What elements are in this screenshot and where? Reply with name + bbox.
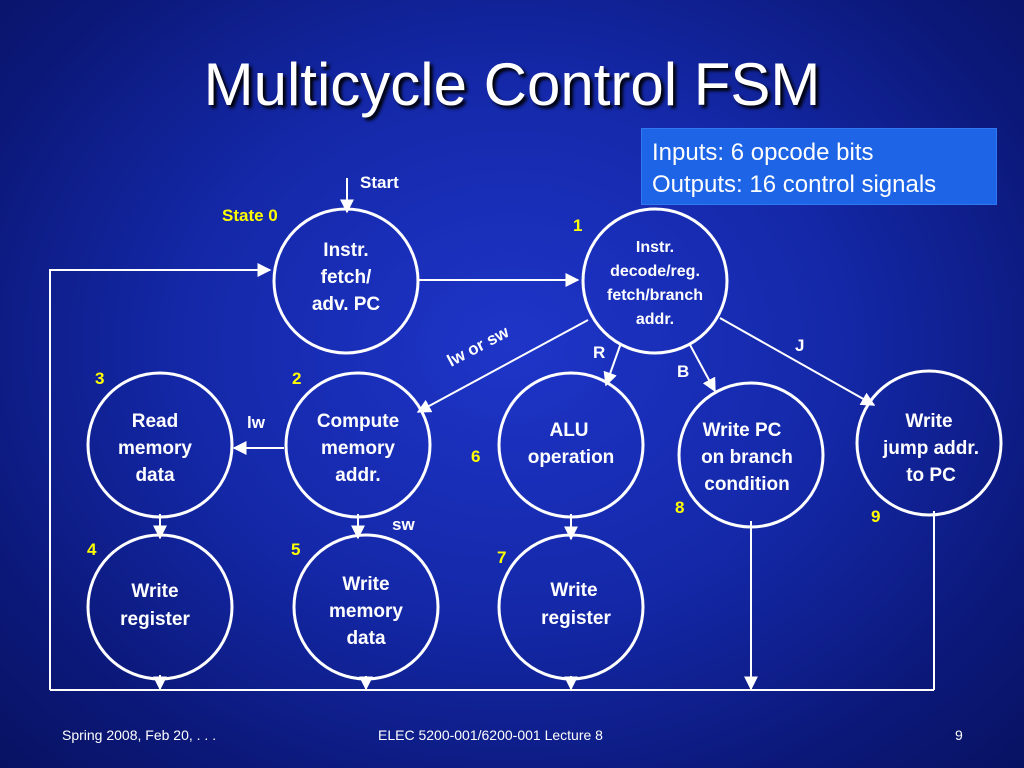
return-loop-line: [49, 263, 272, 690]
state-4-line-1: Write: [131, 581, 178, 602]
info-box: Inputs: 6 opcode bits Outputs: 16 contro…: [641, 128, 997, 205]
state-9-line-3: to PC: [906, 465, 956, 486]
state-2-number: 2: [292, 369, 301, 388]
label-j: J: [795, 336, 804, 355]
state-1-number: 1: [573, 216, 582, 235]
state-2-circle: [284, 371, 432, 519]
info-inputs: Inputs: 6 opcode bits: [652, 139, 874, 166]
state-9-line-2: jump addr.: [882, 438, 979, 459]
edge-1-2: [416, 319, 589, 413]
state-4-number: 4: [87, 540, 97, 559]
start-label: Start: [360, 173, 399, 192]
label-lw: lw: [247, 413, 266, 432]
state-3-line-2: memory: [118, 438, 192, 459]
state-3-circle: [86, 371, 234, 519]
info-outputs: Outputs: 16 control signals: [652, 171, 937, 198]
state-5-line-1: Write: [342, 574, 389, 595]
state-4-line-2: register: [120, 609, 190, 630]
state-4-circle: [86, 533, 234, 681]
state-8-circle: [677, 381, 825, 529]
state-3-number: 3: [95, 369, 104, 388]
state-8-line-2: on branch: [701, 447, 793, 468]
label-sw: sw: [392, 515, 415, 534]
label-b: B: [677, 362, 689, 381]
state-8-line-1: Write PC: [703, 420, 782, 441]
state-8-number: 8: [675, 498, 684, 517]
state-1-line-4: addr.: [636, 311, 674, 328]
state-6-line-1: ALU: [549, 420, 588, 441]
edge-1-9: [719, 317, 876, 406]
slide-title: Multicycle Control FSM: [203, 51, 821, 118]
state-1-line-3: fetch/branch: [607, 287, 703, 304]
label-lw-or-sw: lw or sw: [444, 322, 513, 371]
state-0-line-2: fetch/: [321, 267, 372, 288]
state-5-line-2: memory: [329, 601, 403, 622]
state-3-line-3: data: [135, 465, 175, 486]
label-r: R: [593, 343, 605, 362]
state-1-circle: [581, 207, 729, 355]
state-6-circle: [497, 371, 645, 519]
state-1-line-1: Instr.: [636, 239, 674, 256]
state-7-circle: [497, 533, 645, 681]
state-8-line-3: condition: [704, 474, 789, 495]
state-7-line-1: Write: [550, 580, 597, 601]
state-6-number: 6: [471, 447, 480, 466]
state-0-line-3: adv. PC: [312, 294, 381, 315]
state-7-number: 7: [497, 548, 506, 567]
state-5-line-3: data: [346, 628, 386, 649]
state-1-line-2: decode/reg.: [610, 263, 700, 280]
state-9-circle: [855, 369, 1003, 517]
edge-1-8: [688, 342, 716, 393]
footer-date: Spring 2008, Feb 20, . . .: [62, 727, 217, 743]
state-2-line-3: addr.: [335, 465, 380, 486]
footer-course: ELEC 5200-001/6200-001 Lecture 8: [378, 727, 603, 743]
state-5-circle: [292, 533, 440, 681]
state-2-line-1: Compute: [317, 411, 399, 432]
footer-page-number: 9: [955, 727, 963, 743]
state-9-line-1: Write: [905, 411, 952, 432]
state-6-line-2: operation: [528, 447, 615, 468]
state-0-number: State 0: [222, 206, 278, 225]
state-7-line-2: register: [541, 608, 611, 629]
edge-1-6: [603, 342, 622, 387]
state-0-line-1: Instr.: [323, 240, 368, 261]
state-0-circle: [272, 207, 420, 355]
state-9-number: 9: [871, 507, 880, 526]
state-3-line-1: Read: [132, 411, 178, 432]
state-5-number: 5: [291, 540, 300, 559]
state-2-line-2: memory: [321, 438, 395, 459]
